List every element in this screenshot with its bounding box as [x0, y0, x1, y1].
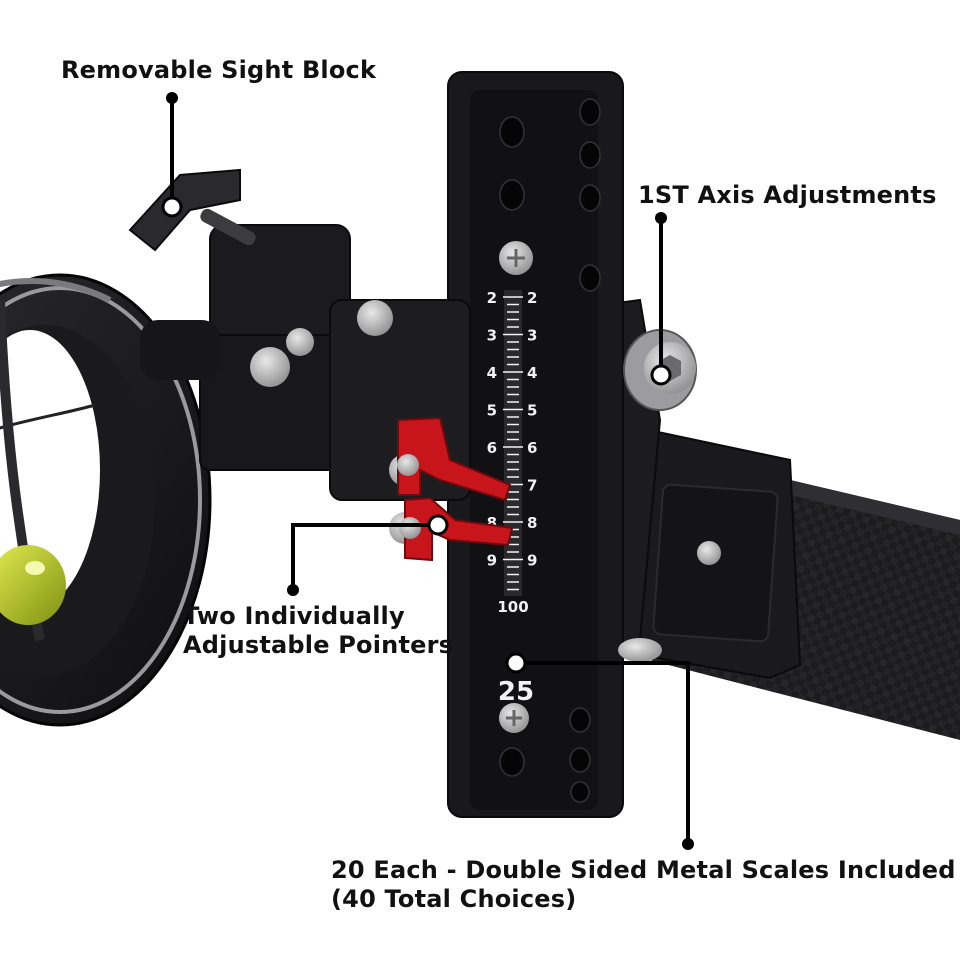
callout-dots: [161, 92, 694, 850]
scale-number-left: 3: [487, 327, 497, 345]
scale-number-right: 4: [527, 364, 537, 382]
bubble-level: [0, 545, 66, 625]
scale-number-left: 8: [487, 514, 497, 532]
scale-number-right: 8: [527, 514, 537, 532]
callout-leaders: [170, 98, 690, 844]
sight-block-knob: [128, 168, 241, 252]
sight-block-label: Removable Sight Block: [61, 56, 377, 84]
scale-number-right: 6: [527, 439, 537, 457]
scale-end-number: 100: [497, 598, 528, 616]
scales-label-line2: (40 Total Choices): [331, 885, 577, 913]
scale-number-left: 6: [487, 439, 497, 457]
scale-number-left: 5: [487, 402, 497, 420]
pointers-label-line1: Two Individually: [183, 602, 405, 630]
scale-number-left: 4: [487, 364, 497, 382]
scale-number-right: 5: [527, 402, 537, 420]
elevation-bar: [447, 71, 624, 818]
scope-housing: [0, 273, 212, 727]
scale-tape-number: 25: [498, 677, 534, 707]
pointers-label-line2: Adjustable Pointers: [183, 631, 454, 659]
red-pointers: [397, 416, 514, 562]
axis-adjustment-label: 1ST Axis Adjustments: [638, 181, 937, 209]
scale-number-left: 2: [487, 289, 497, 307]
scale-number-right: 7: [527, 477, 537, 495]
scale-number-right: 9: [527, 552, 537, 570]
scales-label-line1: 20 Each - Double Sided Metal Scales Incl…: [331, 856, 956, 884]
scale-number-left: 9: [487, 552, 497, 570]
scale-number-right: 2: [527, 289, 537, 307]
scale-number-right: 3: [527, 327, 537, 345]
